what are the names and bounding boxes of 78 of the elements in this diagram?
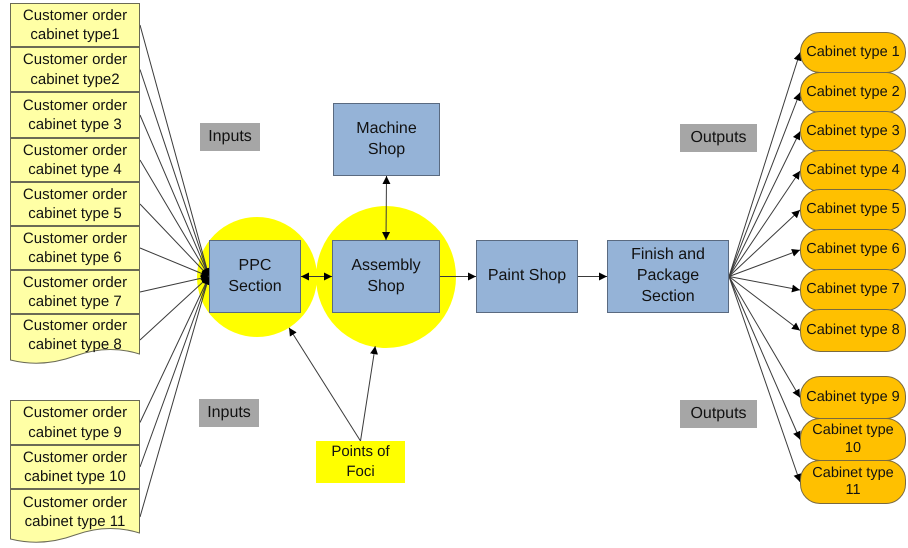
output-pill — [800, 111, 906, 152]
output-pill — [800, 309, 906, 352]
node-label: Cabinet type 1 — [806, 44, 900, 62]
document-shape — [10, 270, 140, 314]
section-tag: Inputs — [199, 399, 259, 427]
node-label: Customer order cabinet type1 — [22, 6, 128, 44]
document-shape — [10, 314, 140, 366]
node-label: Cabinet type 9 — [806, 388, 900, 406]
document-shape — [10, 226, 140, 270]
document-shape — [10, 400, 140, 445]
node-label: Cabinet type 6 — [806, 241, 900, 259]
arrow — [578, 272, 608, 280]
document-shape — [10, 182, 140, 226]
node-label: Cabinet type 10 — [811, 422, 895, 457]
node-label: Cabinet type 5 — [806, 201, 900, 219]
arrow — [440, 272, 476, 280]
document-shape — [10, 445, 140, 489]
arrow — [728, 210, 800, 277]
node-label: Cabinet type 7 — [806, 281, 900, 299]
document-shape — [10, 489, 140, 545]
output-pill — [800, 72, 906, 113]
node-label: Customer order cabinet type 4 — [22, 140, 128, 180]
node-label: Cabinet type 4 — [806, 162, 900, 180]
note-box — [316, 441, 405, 483]
node-label: Assembly Shop — [350, 256, 422, 296]
arrow — [728, 276, 800, 292]
process-box — [332, 240, 440, 313]
node-label: Customer order cabinet type 3 — [22, 96, 128, 134]
document-shape — [10, 92, 140, 138]
node-label: Finish and Package Section — [630, 245, 706, 307]
arrow — [140, 204, 210, 277]
arrow — [300, 272, 332, 280]
arrow — [728, 276, 800, 331]
node-label: Points of Foci — [330, 442, 391, 482]
arrow — [140, 276, 210, 423]
node-label: PPC Section — [227, 256, 283, 296]
section-tag: Outputs — [680, 124, 757, 152]
process-box — [333, 103, 440, 176]
output-pill — [800, 229, 906, 271]
node-label: Cabinet type 3 — [806, 122, 900, 140]
arrow — [382, 176, 390, 240]
node-label: Customer order cabinet type 11 — [22, 492, 128, 532]
process-box — [476, 240, 578, 313]
arrow — [728, 170, 800, 277]
document-shape — [10, 47, 140, 92]
output-pill — [800, 150, 906, 192]
node-label: Cabinet type 2 — [806, 84, 900, 102]
node-label: Customer order cabinet type 10 — [22, 448, 128, 486]
node-label: Paint Shop — [488, 266, 566, 286]
output-pill — [800, 376, 906, 419]
node-label: Cabinet type 8 — [806, 322, 900, 340]
node-label: Customer order cabinet type 9 — [22, 403, 128, 442]
arrow — [140, 274, 210, 292]
section-tag: Outputs — [680, 400, 757, 428]
output-pill — [800, 460, 906, 504]
arrow — [140, 248, 210, 278]
node-label: Customer order cabinet type2 — [22, 50, 128, 89]
node-label: Customer order cabinet type 5 — [22, 184, 128, 224]
output-pill — [800, 269, 906, 311]
node-label: Cabinet type 11 — [811, 464, 895, 500]
document-shape — [10, 138, 140, 182]
arrow — [288, 327, 361, 442]
arrow — [728, 276, 800, 398]
node-label: Customer order cabinet type 7 — [22, 272, 128, 312]
output-pill — [800, 418, 906, 461]
node-label: Customer order cabinet type 6 — [22, 228, 128, 268]
section-tag: Inputs — [200, 123, 260, 151]
output-pill — [800, 189, 906, 231]
output-pill — [800, 32, 906, 73]
process-box — [607, 240, 729, 313]
document-shape — [10, 3, 140, 47]
node-label: Customer order cabinet type 8 — [22, 316, 128, 354]
node-label: Machine Shop — [355, 118, 418, 160]
arrow — [140, 276, 210, 340]
arrow — [728, 249, 800, 277]
process-box — [209, 240, 301, 313]
arrow — [360, 346, 378, 442]
arrow — [140, 276, 211, 518]
